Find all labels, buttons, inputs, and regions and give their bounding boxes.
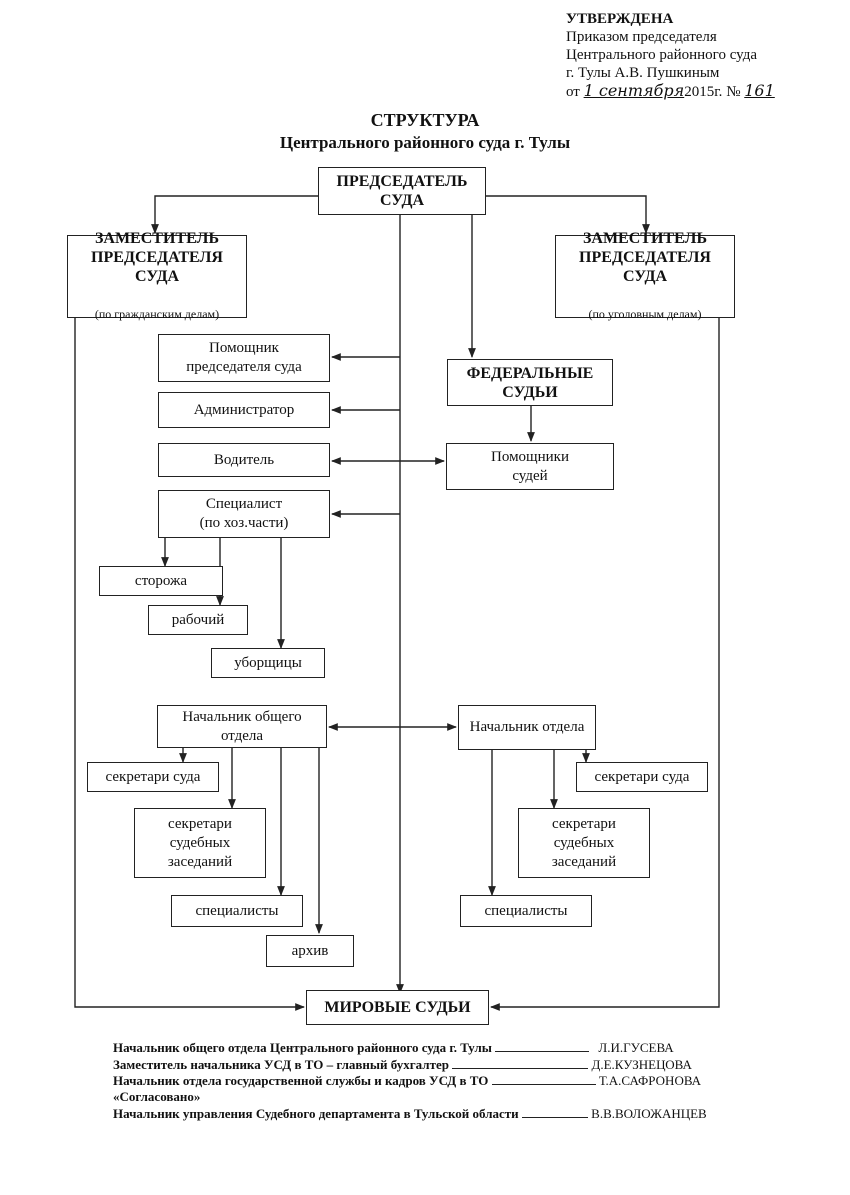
signature-name: Л.И.ГУСЕВА [598, 1040, 674, 1055]
signature-blank [495, 1051, 590, 1052]
cleaners-box: уборщицы [211, 648, 325, 678]
dept-head-box: Начальник отдела [458, 705, 596, 750]
signature-role: Начальник управления Судебного департаме… [113, 1106, 519, 1121]
signature-line: Начальник отдела государственной службы … [113, 1073, 701, 1089]
administrator-box: Администратор [158, 392, 330, 428]
session-secretaries-right-box: секретари судебных заседаний [518, 808, 650, 878]
approval-block: УТВЕРЖДЕНА Приказом председателя Централ… [566, 10, 775, 101]
agreed-text: «Согласовано» [113, 1089, 201, 1104]
magistrates-box: МИРОВЫЕ СУДЬИ [306, 990, 489, 1025]
assistant-chairman-box: Помощник председателя суда [158, 334, 330, 382]
court-secretaries-left-box: секретари суда [87, 762, 219, 792]
handwritten-number: 161 [744, 81, 775, 100]
signature-role: Заместитель начальника УСД в ТО – главны… [113, 1057, 449, 1072]
chairman-box: ПРЕДСЕДАТЕЛЬ СУДА [318, 167, 486, 215]
approval-from: от [566, 84, 580, 100]
signature-line: Заместитель начальника УСД в ТО – главны… [113, 1057, 692, 1073]
specialists-right-box: специалисты [460, 895, 592, 927]
approval-year: 2015г. [684, 84, 723, 100]
handwritten-date: 1 сентября [583, 81, 685, 100]
approval-number-label: № [726, 84, 741, 100]
specialists-left-box: специалисты [171, 895, 303, 927]
approval-heading: УТВЕРЖДЕНА [566, 11, 674, 27]
signature-name: Д.Е.КУЗНЕЦОВА [591, 1057, 692, 1072]
deputy-criminal-title: ЗАМЕСТИТЕЛЬ ПРЕДСЕДАТЕЛЯ СУДА [579, 230, 711, 285]
approval-date-line: от 1 сентября2015г. № 161 [566, 82, 775, 101]
signature-blank [491, 1084, 596, 1085]
court-secretaries-right-box: секретари суда [576, 762, 708, 792]
archive-box: архив [266, 935, 354, 967]
signature-name: Т.А.САФРОНОВА [598, 1073, 702, 1088]
page-subtitle: Центрального районного суда г. Тулы [279, 133, 571, 152]
approval-line: г. Тулы А.В. Пушкиным [566, 65, 720, 81]
guards-box: сторожа [99, 566, 223, 596]
driver-box: Водитель [158, 443, 330, 477]
signature-blank [521, 1117, 588, 1118]
specialist-household-box: Специалист (по хоз.части) [158, 490, 330, 538]
signature-line: Начальник управления Судебного департаме… [113, 1106, 707, 1122]
signature-blank [452, 1068, 589, 1069]
approval-line: Приказом председателя [566, 29, 717, 45]
signature-role: Начальник отдела государственной службы … [113, 1073, 489, 1088]
signature-role: Начальник общего отдела Центрального рай… [113, 1040, 492, 1055]
signature-name: В.В.ВОЛОЖАНЦЕВ [591, 1106, 707, 1121]
page-title: СТРУКТУРА [370, 110, 480, 130]
federal-judges-box: ФЕДЕРАЛЬНЫЕ СУДЬИ [447, 359, 613, 406]
approval-line: Центрального районного суда [566, 47, 758, 63]
general-dept-head-box: Начальник общего отдела [157, 705, 327, 748]
deputy-civil-subtitle: (по гражданским делам) [94, 307, 220, 321]
worker-box: рабочий [148, 605, 248, 635]
deputy-civil-box: ЗАМЕСТИТЕЛЬ ПРЕДСЕДАТЕЛЯ СУДА (по гражда… [67, 230, 247, 321]
deputy-criminal-box: ЗАМЕСТИТЕЛЬ ПРЕДСЕДАТЕЛЯ СУДА (по уголов… [555, 230, 735, 321]
judges-assistants-box: Помощники судей [446, 443, 614, 490]
deputy-civil-title: ЗАМЕСТИТЕЛЬ ПРЕДСЕДАТЕЛЯ СУДА [91, 230, 223, 285]
deputy-criminal-subtitle: (по уголовным делам) [588, 307, 702, 321]
signature-line: Начальник общего отдела Центрального рай… [113, 1040, 674, 1056]
session-secretaries-left-box: секретари судебных заседаний [134, 808, 266, 878]
agreed-label: «Согласовано» [113, 1089, 200, 1105]
